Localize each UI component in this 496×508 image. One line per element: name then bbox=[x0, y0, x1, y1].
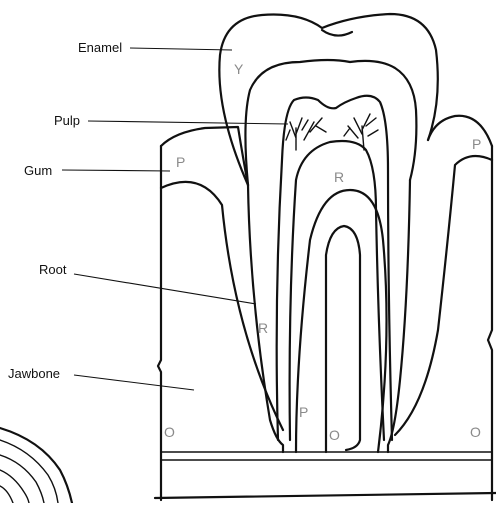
pulp-label: Pulp bbox=[54, 113, 80, 128]
pulp-leader bbox=[88, 121, 288, 124]
root-label: Root bbox=[39, 262, 67, 277]
jawbone-leader bbox=[74, 375, 194, 390]
jaw-curve-1 bbox=[0, 428, 72, 503]
enamel-leader bbox=[130, 48, 232, 50]
region-letter-o-middle: O bbox=[329, 427, 340, 443]
root bbox=[248, 180, 410, 452]
gum-leader bbox=[62, 170, 170, 171]
enamel-label: Enamel bbox=[78, 40, 122, 55]
region-letter-p-gum-left: P bbox=[176, 154, 185, 170]
jawbone-left-edge bbox=[158, 146, 161, 500]
gum-label: Gum bbox=[24, 163, 52, 178]
root-leader bbox=[74, 274, 256, 304]
gum-right-top bbox=[428, 116, 492, 146]
enamel-groove bbox=[322, 30, 352, 36]
jaw-curve-4 bbox=[0, 470, 29, 503]
gum-left-top bbox=[161, 127, 248, 185]
region-letter-p-gum-right: P bbox=[472, 136, 481, 152]
region-letter-y: Y bbox=[234, 61, 244, 77]
jawbone-right-edge bbox=[488, 146, 492, 500]
region-letter-o-right: O bbox=[470, 424, 481, 440]
region-letter-r-pulp: R bbox=[334, 169, 344, 185]
root-cavity bbox=[326, 226, 360, 452]
region-letter-r-root: R bbox=[258, 320, 268, 336]
enamel-outer bbox=[219, 14, 437, 185]
jawbone-label: Jawbone bbox=[8, 366, 60, 381]
enamel bbox=[219, 14, 437, 185]
lower-jaw-curves bbox=[0, 428, 72, 503]
region-letter-p-root: P bbox=[299, 404, 308, 420]
jawbone-bottom-edge bbox=[155, 493, 496, 498]
pulp bbox=[277, 96, 392, 440]
pulp-chamber-outer bbox=[277, 96, 392, 440]
jaw-curve-5 bbox=[0, 486, 13, 503]
region-letter-o-left: O bbox=[164, 424, 175, 440]
root-inner-arch bbox=[296, 190, 387, 452]
dentine-outline bbox=[245, 60, 416, 185]
